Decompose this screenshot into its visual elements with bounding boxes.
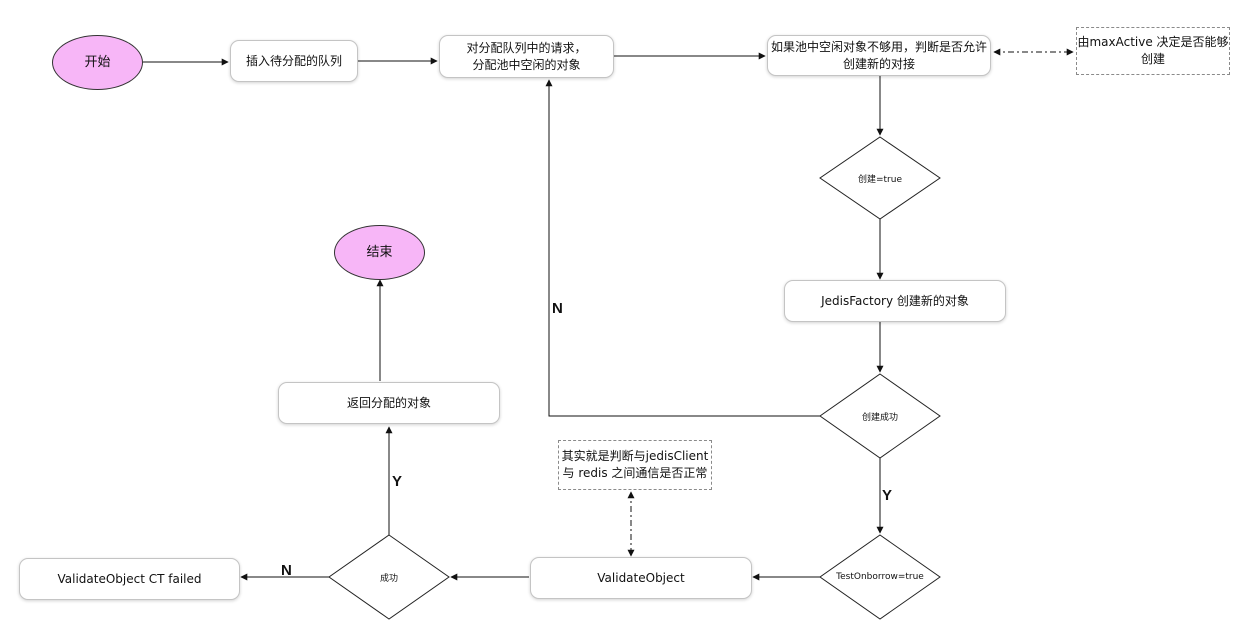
- return-object-node: 返回分配的对象: [278, 382, 500, 424]
- diamond-test-on-borrow: [819, 534, 941, 620]
- success-label: 成功: [379, 573, 398, 584]
- edge-label-y-valid: Y: [392, 473, 403, 490]
- validate-object-node: ValidateObject: [530, 557, 752, 599]
- start-node: 开始: [52, 35, 143, 90]
- create-success-label: 创建成功: [861, 412, 898, 423]
- validate-note: 其实就是判断与jedisClient 与 redis 之间通信是否正常: [558, 440, 712, 490]
- edge-create-fail-back-to-assign: [545, 79, 820, 417]
- edge-label-y-create: Y: [882, 487, 893, 504]
- assign-idle-node: 对分配队列中的请求， 分配池中空闲的对象: [439, 35, 614, 78]
- test-on-borrow-label: TestOnborrow=true: [836, 572, 924, 582]
- insert-queue-node: 插入待分配的队列: [230, 40, 358, 82]
- validate-failed-node: ValidateObject CT failed: [19, 558, 240, 600]
- max-active-note: 由maxActive 决定是否能够 创建: [1076, 27, 1230, 75]
- factory-create-node: JedisFactory 创建新的对象: [784, 280, 1006, 322]
- edge-label-n-valid: N: [281, 562, 292, 579]
- edge-label-n-create: N: [552, 300, 563, 317]
- diamond-success: [328, 534, 450, 620]
- end-node: 结束: [334, 225, 425, 280]
- create-true-label: 创建=true: [857, 174, 902, 185]
- check-allow-create-node: 如果池中空闲对象不够用，判断是否允许 创建新的对接: [767, 35, 991, 76]
